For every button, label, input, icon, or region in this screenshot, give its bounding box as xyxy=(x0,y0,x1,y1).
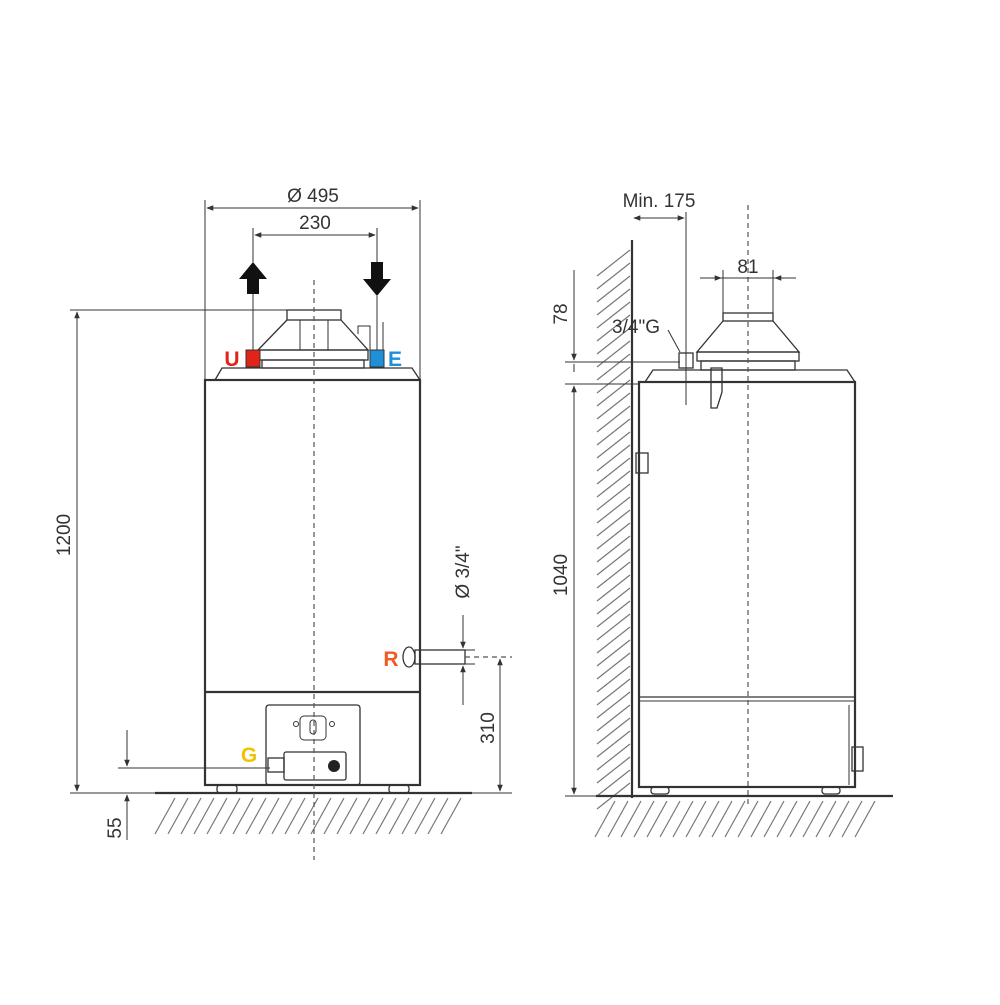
dim-flue-diameter-label: 81 xyxy=(737,257,758,278)
g-thread-label: 3/4"G xyxy=(612,317,660,338)
dim-connection-spacing xyxy=(252,228,378,262)
label-e: E xyxy=(388,348,402,371)
side-view: Min. 175 81 78 3/4"G 1040 xyxy=(551,191,893,838)
g-thread-leader xyxy=(667,329,681,353)
dim-r-height xyxy=(465,656,512,794)
dim-flue-diameter xyxy=(700,270,796,313)
connection-u xyxy=(239,262,267,368)
dim-top-offset-label: 78 xyxy=(551,303,572,324)
dim-r-height-label: 310 xyxy=(478,712,499,744)
dim-spacing-label: 230 xyxy=(299,213,331,234)
front-flue-hood xyxy=(256,309,370,369)
side-heater-body xyxy=(635,352,864,795)
dim-top-offset xyxy=(565,270,680,385)
dim-min-wall-label: Min. 175 xyxy=(623,191,696,212)
dim-total-height xyxy=(70,309,310,794)
front-view: Ø 495 230 1200 55 Ø 3/4" 310 U E R G xyxy=(54,186,512,860)
front-heater-body xyxy=(203,367,422,794)
front-floor xyxy=(154,791,472,835)
connection-e xyxy=(357,262,391,368)
outlet-arrow-up-icon xyxy=(239,262,267,294)
side-wall xyxy=(596,240,634,810)
label-r: R xyxy=(383,648,398,671)
dim-min-wall xyxy=(633,212,687,405)
dim-foot-height-label: 55 xyxy=(105,817,126,838)
dim-pipe-diameter xyxy=(455,615,475,705)
dim-pipe-diameter-label: Ø 3/4" xyxy=(453,545,474,598)
side-floor xyxy=(594,794,893,838)
label-u: U xyxy=(224,348,239,371)
dim-diameter xyxy=(204,200,421,380)
dim-body-height xyxy=(565,385,596,797)
dim-diameter-label: Ø 495 xyxy=(287,186,339,207)
dim-total-height-label: 1200 xyxy=(54,514,75,556)
label-g: G xyxy=(241,744,257,767)
dim-foot-height xyxy=(118,730,270,840)
inlet-arrow-down-icon xyxy=(363,262,391,296)
dim-body-height-label: 1040 xyxy=(551,554,572,596)
